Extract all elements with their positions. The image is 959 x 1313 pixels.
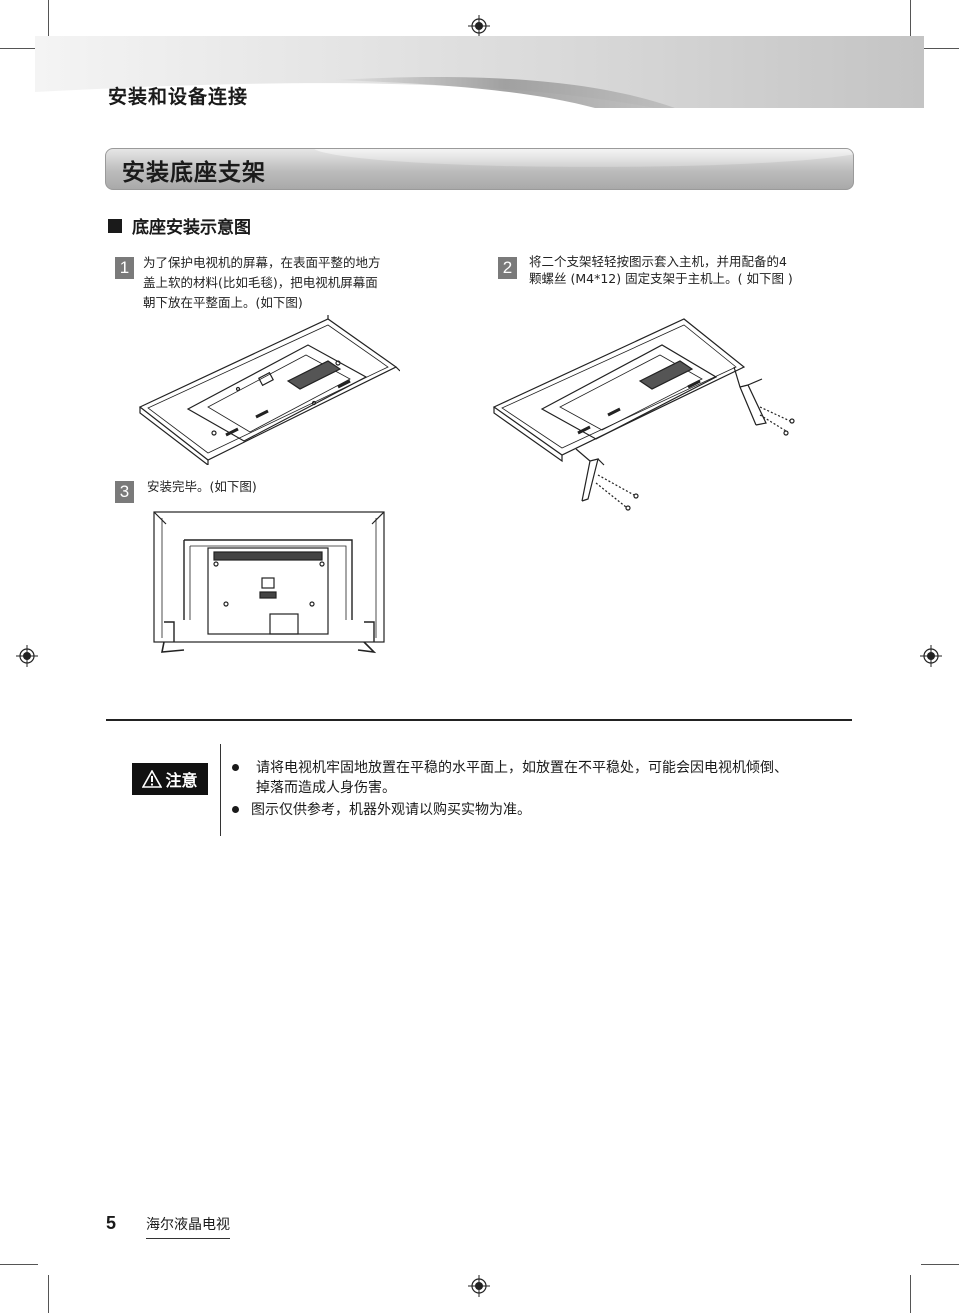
registration-mark-icon <box>468 15 490 37</box>
square-bullet-icon <box>108 218 122 233</box>
caution-badge: 注意 <box>132 763 208 795</box>
step-number-1: 1 <box>115 257 134 279</box>
title-bar: 安装底座支架 <box>105 148 854 190</box>
step-2-text: 将二个支架轻轻按图示套入主机，并用配备的4 颗螺丝 (M4*12) 固定支架于主… <box>529 253 793 287</box>
crop-mark <box>910 1275 911 1313</box>
installed-rear-view-illustration <box>153 511 385 654</box>
step-number-3: 3 <box>115 481 134 503</box>
caution-item-1-line: 请将电视机牢固地放置在平稳的水平面上，如放置在不平稳处，可能会因电视机倾倒、 <box>256 760 788 776</box>
footer-brand: 海尔液晶电视 <box>146 1214 230 1239</box>
registration-mark-icon <box>16 645 38 667</box>
bullet-icon <box>232 806 239 813</box>
step-3-line: 安装完毕。(如下图) <box>147 479 257 494</box>
stand-attachment-illustration <box>492 318 795 511</box>
divider-rule <box>106 719 852 721</box>
step-3-text: 安装完毕。(如下图) <box>147 477 257 497</box>
caution-divider <box>220 744 221 836</box>
step-2-line: 将二个支架轻轻按图示套入主机，并用配备的4 <box>529 254 787 269</box>
page-title: 安装底座支架 <box>122 160 266 186</box>
page-number: 5 <box>106 1213 117 1233</box>
crop-mark <box>910 0 911 38</box>
crop-mark <box>921 1264 959 1265</box>
crop-mark <box>0 1264 38 1265</box>
registration-mark-icon <box>920 645 942 667</box>
header-band <box>35 36 924 108</box>
caution-item-2: 图示仅供参考，机器外观请以购买实物为准。 <box>232 800 852 820</box>
warning-triangle-icon <box>142 770 163 788</box>
subheading-label: 底座安装示意图 <box>132 218 251 238</box>
crop-mark <box>921 48 959 49</box>
registration-mark-icon <box>468 1275 490 1297</box>
step-1-line: 盖上软的材料(比如毛毯)，把电视机屏幕面 <box>143 275 378 290</box>
caution-item-1-line: 掉落而造成人身伤害。 <box>256 780 396 796</box>
caution-item-2-line: 图示仅供参考，机器外观请以购买实物为准。 <box>251 802 531 818</box>
section-title: 安装和设备连接 <box>108 86 249 108</box>
caution-label: 注意 <box>165 771 198 790</box>
caution-item-1: 请将电视机牢固地放置在平稳的水平面上，如放置在不平稳处，可能会因电视机倾倒、 掉… <box>232 758 852 798</box>
crop-mark <box>48 1275 49 1313</box>
step-2-line: 颗螺丝 (M4*12) 固定支架于主机上。( 如下图 ) <box>529 271 793 286</box>
step-1-line: 朝下放在平整面上。(如下图) <box>143 295 303 310</box>
subheading: 底座安装示意图 <box>108 213 251 238</box>
step-number-2: 2 <box>498 257 517 279</box>
tv-face-down-illustration <box>138 315 400 465</box>
step-1-line: 为了保护电视机的屏幕，在表面平整的地方 <box>143 255 381 270</box>
bullet-icon <box>232 764 239 771</box>
crop-mark <box>48 0 49 38</box>
title-bar-shine <box>313 149 853 167</box>
crop-mark <box>0 48 38 49</box>
step-1-text: 为了保护电视机的屏幕，在表面平整的地方 盖上软的材料(比如毛毯)，把电视机屏幕面… <box>143 253 381 313</box>
